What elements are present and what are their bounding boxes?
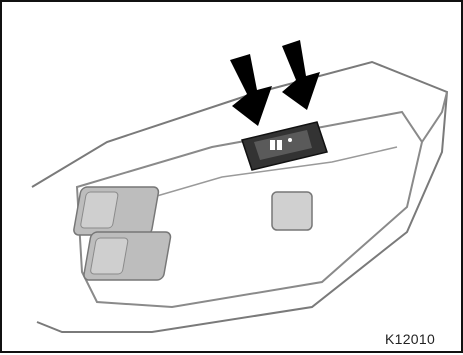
- door-lock-switch: [272, 192, 312, 230]
- window-switch-rear: [83, 232, 171, 280]
- down-arrow-icon: [282, 40, 320, 110]
- figure-code: K12010: [385, 331, 461, 347]
- window-switch-front: [73, 187, 159, 235]
- down-arrow-icon: [230, 54, 272, 126]
